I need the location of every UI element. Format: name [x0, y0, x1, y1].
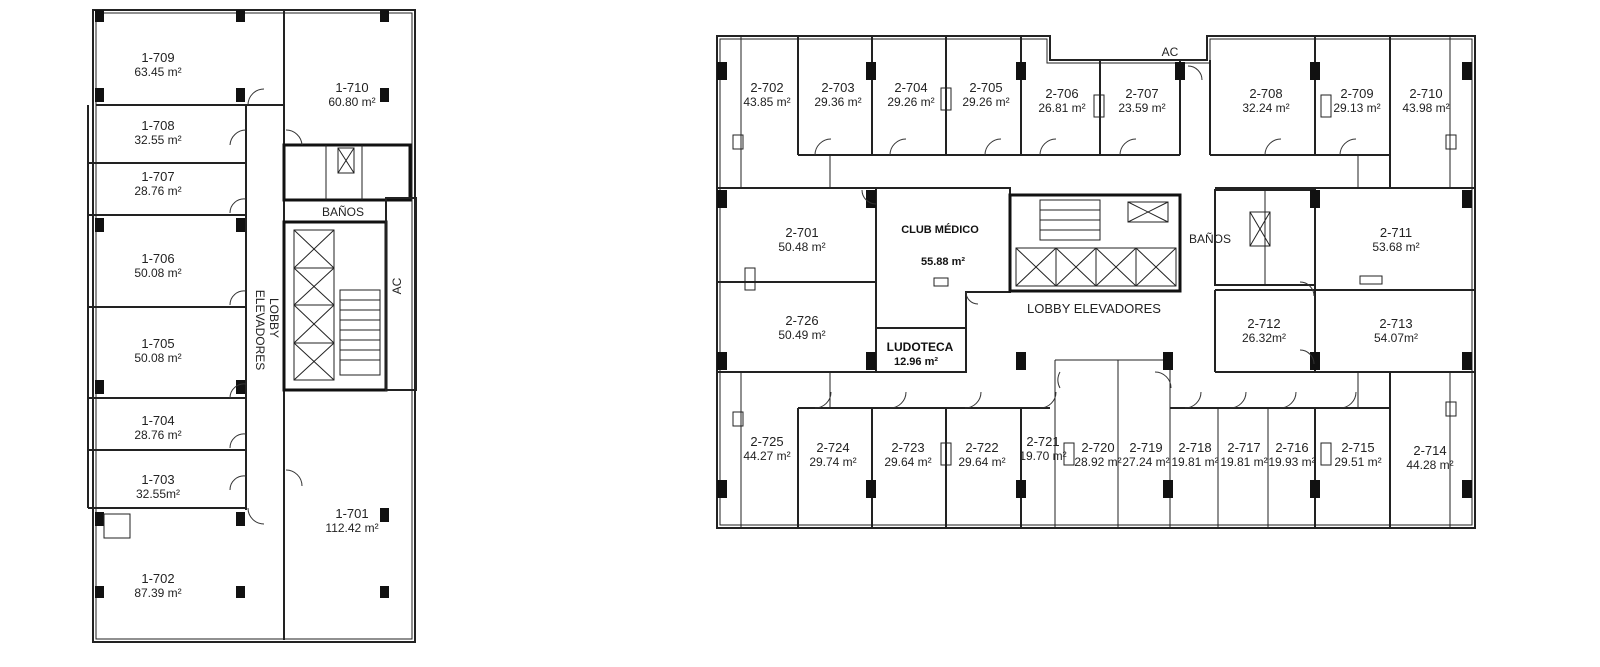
room-1-706-area: 50.08 m²: [134, 266, 181, 280]
tower-2-room-labels: 2-702 43.85 m² 2-703 29.36 m² 2-704 29.2…: [743, 80, 1453, 472]
room-2-723-area: 29.64 m²: [884, 455, 931, 469]
room-2-722-id: 2-722: [965, 440, 998, 455]
room-2-713-id: 2-713: [1379, 316, 1412, 331]
room-2-721-area: 19.70 m²: [1019, 449, 1066, 463]
tower-1-plan: 1-709 63.45 m² 1-710 60.80 m² 1-708 32.5…: [87, 9, 417, 643]
room-2-709-id: 2-709: [1340, 86, 1373, 101]
room-2-706-area: 26.81 m²: [1038, 101, 1085, 115]
room-2-720-area: 28.92 m²: [1074, 455, 1121, 469]
room-1-704-area: 28.76 m²: [134, 428, 181, 442]
room-2-710-id: 2-710: [1409, 86, 1442, 101]
room-2-718-area: 19.81 m²: [1171, 455, 1218, 469]
room-2-705-id: 2-705: [969, 80, 1002, 95]
room-2-715-id: 2-715: [1341, 440, 1374, 455]
room-2-718-id: 2-718: [1178, 440, 1211, 455]
room-2-703-area: 29.36 m²: [814, 95, 861, 109]
room-1-707-id: 1-707: [141, 169, 174, 184]
room-1-702-id: 1-702: [141, 571, 174, 586]
tower-1-elevadores-label: ELEVADORES: [253, 290, 267, 370]
room-2-712-id: 2-712: [1247, 316, 1280, 331]
club-medico-area: 55.88 m²: [921, 256, 965, 268]
tower-1-lobby-label: LOBBY: [267, 298, 281, 338]
room-2-725-area: 44.27 m²: [743, 449, 790, 463]
room-1-709-area: 63.45 m²: [134, 65, 181, 79]
room-1-707-area: 28.76 m²: [134, 184, 181, 198]
tower-1-banos-label: BAÑOS: [322, 205, 364, 219]
room-2-709-area: 29.13 m²: [1333, 101, 1380, 115]
room-1-705-area: 50.08 m²: [134, 351, 181, 365]
room-1-701-id: 1-701: [335, 506, 368, 521]
room-2-711-area: 53.68 m²: [1372, 240, 1419, 254]
room-2-716-id: 2-716: [1275, 440, 1308, 455]
room-2-702-area: 43.85 m²: [743, 95, 790, 109]
room-2-720-id: 2-720: [1081, 440, 1114, 455]
room-2-717-id: 2-717: [1227, 440, 1260, 455]
lobby-elevadores-label: LOBBY ELEVADORES: [1027, 301, 1161, 316]
room-1-710-id: 1-710: [335, 80, 368, 95]
room-1-710-area: 60.80 m²: [328, 95, 375, 109]
room-1-704-id: 1-704: [141, 413, 174, 428]
room-2-706-id: 2-706: [1045, 86, 1078, 101]
room-2-722-area: 29.64 m²: [958, 455, 1005, 469]
room-2-705-area: 29.26 m²: [962, 95, 1009, 109]
room-2-711-id: 2-711: [1380, 225, 1412, 240]
room-2-704-id: 2-704: [894, 80, 927, 95]
room-1-709-id: 1-709: [141, 50, 174, 65]
room-1-708-area: 32.55 m²: [134, 133, 181, 147]
room-2-701-id: 2-701: [785, 225, 818, 240]
room-2-714-area: 44.28 m²: [1406, 458, 1453, 472]
room-2-716-area: 19.93 m²: [1268, 455, 1315, 469]
room-2-707-id: 2-707: [1125, 86, 1158, 101]
room-2-715-area: 29.51 m²: [1334, 455, 1381, 469]
room-2-726-area: 50.49 m²: [778, 328, 825, 342]
room-2-717-area: 19.81 m²: [1220, 455, 1267, 469]
room-1-705-id: 1-705: [141, 336, 174, 351]
room-2-704-area: 29.26 m²: [887, 95, 934, 109]
club-medico-label: CLUB MÉDICO: [901, 223, 979, 236]
room-2-703-id: 2-703: [821, 80, 854, 95]
room-2-725-id: 2-725: [750, 434, 783, 449]
room-2-724-id: 2-724: [816, 440, 849, 455]
room-2-707-area: 23.59 m²: [1118, 101, 1165, 115]
room-2-723-id: 2-723: [891, 440, 924, 455]
tower-2-ac-label: AC: [1162, 45, 1179, 59]
room-2-713-area: 54.07m²: [1374, 331, 1418, 345]
room-2-719-id: 2-719: [1129, 440, 1162, 455]
room-1-708-id: 1-708: [141, 118, 174, 133]
room-2-724-area: 29.74 m²: [809, 455, 856, 469]
room-2-702-id: 2-702: [750, 80, 783, 95]
room-2-710-area: 43.98 m²: [1402, 101, 1449, 115]
tower-1-ac-label: AC: [390, 277, 404, 294]
room-2-721-id: 2-721: [1026, 434, 1059, 449]
ludoteca-label: LUDOTECA: [887, 340, 954, 354]
room-2-712-area: 26.32m²: [1242, 331, 1286, 345]
room-2-726-id: 2-726: [785, 313, 818, 328]
room-2-701-area: 50.48 m²: [778, 240, 825, 254]
room-1-702-area: 87.39 m²: [134, 586, 181, 600]
room-2-708-id: 2-708: [1249, 86, 1282, 101]
room-1-703-area: 32.55m²: [136, 487, 180, 501]
tower-2-plan: 2-702 43.85 m² 2-703 29.36 m² 2-704 29.2…: [716, 35, 1476, 529]
ludoteca-area: 12.96 m²: [894, 356, 938, 368]
room-1-701-area: 112.42 m²: [325, 521, 378, 535]
room-2-708-area: 32.24 m²: [1242, 101, 1289, 115]
room-2-714-id: 2-714: [1413, 443, 1446, 458]
room-1-703-id: 1-703: [141, 472, 174, 487]
room-2-719-area: 27.24 m²: [1122, 455, 1169, 469]
room-1-706-id: 1-706: [141, 251, 174, 266]
tower-2-banos-label: BAÑOS: [1189, 232, 1231, 246]
